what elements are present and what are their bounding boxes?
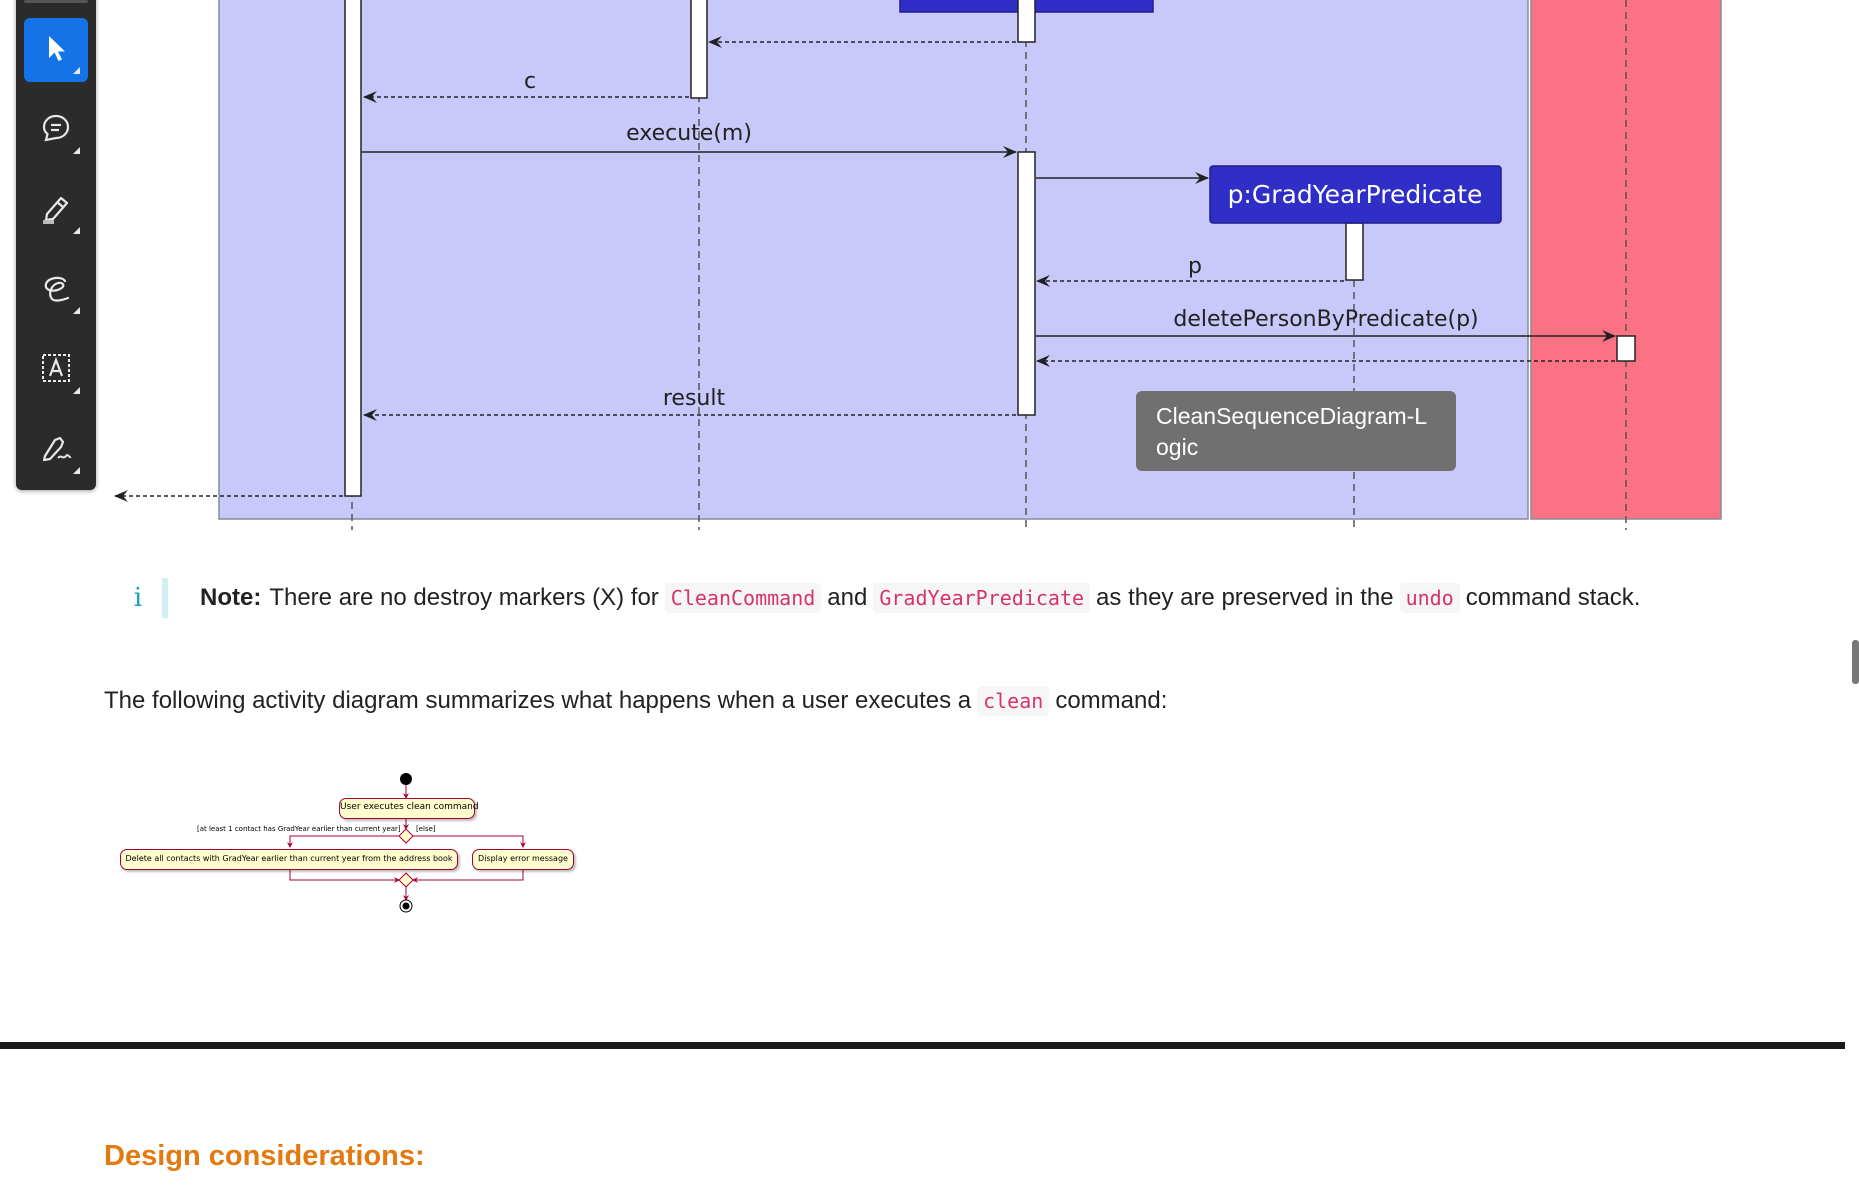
note-bar [162,578,168,618]
code-grad-year-predicate: GradYearPredicate [873,583,1091,613]
participant-grad-year-predicate [1209,165,1502,224]
merge-diamond [398,872,414,888]
section-divider [0,1042,1845,1049]
participant-label: p:GradYearPredicate [1228,180,1483,209]
msg-label-result: result [663,386,726,411]
activation-parser [690,0,708,99]
code-clean-command: CleanCommand [664,583,822,613]
comment-icon [38,110,74,150]
sequence-diagram: p:GradYearPredicate c execute(m) p delet… [0,0,1859,530]
highlight-tool[interactable] [24,178,88,242]
paragraph-text-2: command: [1055,687,1168,714]
activation-cmd-2 [1017,151,1036,416]
action-user-executes-clean: User executes clean command [339,798,479,819]
activation-predicate [1345,222,1364,281]
activation-ui [344,0,362,497]
activation-cmd-1 [1017,0,1036,43]
note-label: Note: [200,584,262,611]
activity-diagram: User executes clean command [at least 1 … [110,768,590,918]
draw-tool[interactable] [24,258,88,322]
toolbar-top-divider [24,0,88,3]
note-text-2: as they are preserved in the [1096,584,1394,611]
select-tool[interactable] [24,18,88,82]
text-tool[interactable] [24,338,88,402]
cursor-icon [38,30,74,70]
start-node [400,773,412,785]
comment-tool[interactable] [24,98,88,162]
paragraph-text-1: The following activity diagram summarize… [104,687,972,714]
image-tooltip: CleanSequenceDiagram-Logic [1136,391,1456,471]
guard-yes: [at least 1 contact has GradYear earlier… [197,825,401,833]
annotation-toolbar [16,0,96,490]
note-text-1: There are no destroy markers (X) for [269,584,659,611]
action-display-error: Display error message [472,849,574,870]
guard-else: [else] [416,825,436,833]
activation-model [1616,335,1636,362]
note-callout: i Note: There are no destroy markers (X)… [128,578,1640,618]
msg-label-p: p [1188,254,1202,279]
text-box-icon [38,350,74,390]
freehand-icon [38,270,74,310]
section-heading: Design considerations: [104,1140,425,1172]
code-clean: clean [977,686,1050,716]
msg-label-delete: deletePersonByPredicate(p) [1173,307,1478,332]
msg-label-execute: execute(m) [626,121,752,146]
signature-icon [38,430,74,470]
note-text-3: command stack. [1465,584,1641,611]
code-undo: undo [1399,583,1460,613]
msg-label-c: c [524,69,536,94]
sign-tool[interactable] [24,418,88,482]
decision-diamond [398,828,414,844]
activity-intro-paragraph: The following activity diagram summarize… [104,686,1167,716]
scrollbar-thumb[interactable] [1852,640,1859,684]
info-icon: i [133,583,143,613]
highlighter-icon [38,190,74,230]
action-delete-contacts: Delete all contacts with GradYear earlie… [120,849,458,870]
note-and: and [827,584,868,611]
